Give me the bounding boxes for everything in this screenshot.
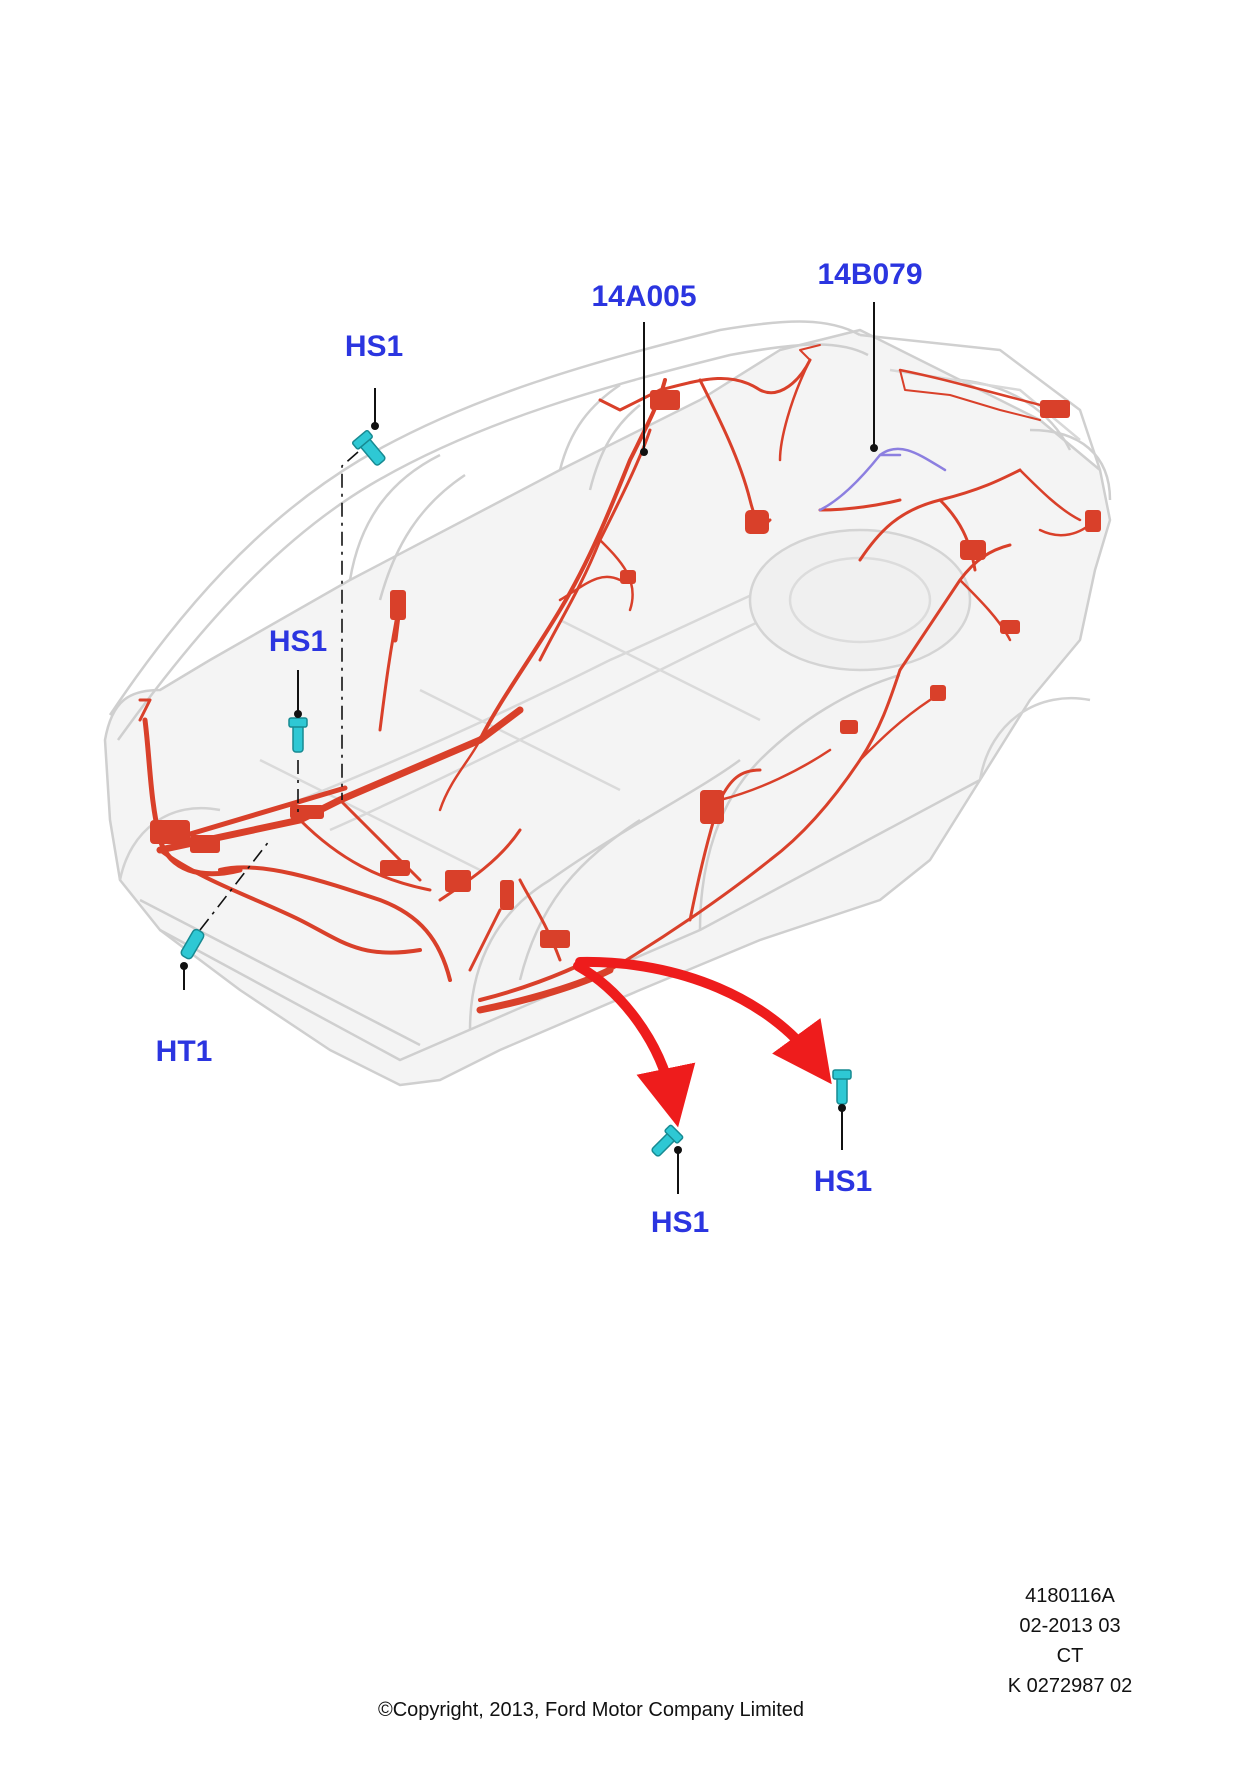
callout-14a005: 14A005	[591, 280, 697, 313]
stud-ht1	[180, 928, 205, 960]
illustration-reference: K 0272987 02	[1007, 1675, 1133, 1697]
arrow-to-hs1-right	[575, 956, 832, 1085]
location-arrows	[573, 956, 832, 1128]
callout-hs1-right: HS1	[813, 1165, 873, 1198]
bolt-hs1-right	[832, 1069, 852, 1105]
copyright-notice: ©Copyright, 2013, Ford Motor Company Lim…	[377, 1699, 805, 1721]
vehicle-body	[103, 320, 1112, 1087]
callout-ht1: HT1	[155, 1035, 213, 1068]
harness-connectors	[150, 390, 1101, 948]
alignment-lines	[199, 451, 359, 931]
bolt-hs1-bottom	[651, 1124, 684, 1157]
callout-hs1-bottom: HS1	[650, 1206, 710, 1239]
leader-dots	[180, 422, 878, 1154]
callout-hs1-top: HS1	[344, 330, 404, 363]
illustration-code: 4180116A	[1025, 1585, 1115, 1607]
illustration-region: CT	[1056, 1645, 1084, 1667]
wiring-harness-14B079	[818, 447, 947, 512]
arrow-to-hs1-bottom	[573, 961, 696, 1128]
callout-hs1-mid: HS1	[268, 625, 328, 658]
leader-lines	[183, 302, 875, 1194]
bolt-hs1-top	[351, 429, 386, 466]
callout-14b079: 14B079	[817, 258, 923, 291]
illustration-date: 02-2013 03	[1019, 1615, 1121, 1637]
